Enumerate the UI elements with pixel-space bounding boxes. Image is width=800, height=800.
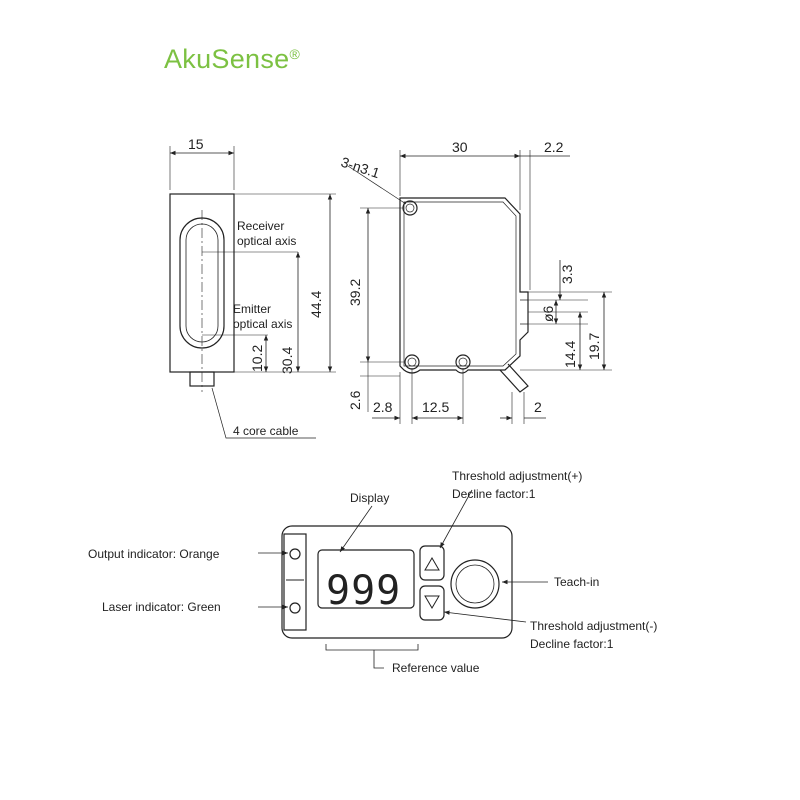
dim-hole-spacing: 12.5 — [422, 399, 449, 415]
reference-value-label: Reference value — [392, 661, 480, 675]
dim-height: 44.4 — [308, 291, 324, 318]
laser-indicator-led — [289, 602, 301, 614]
mount-hole-bottom-left — [404, 354, 420, 370]
down-arrow-icon — [424, 595, 440, 609]
down-button[interactable] — [419, 585, 445, 621]
output-indicator-label: Output indicator: Orange — [88, 547, 220, 561]
up-button[interactable] — [419, 545, 445, 581]
up-arrow-icon — [424, 557, 440, 571]
emitter-axis-label-2: optical axis — [233, 317, 292, 331]
dim-lens-protrusion: 2.2 — [544, 139, 564, 155]
emitter-axis-label-1: Emitter — [233, 302, 271, 316]
receiver-axis-label-1: Receiver — [237, 219, 284, 233]
dim-lens-dia: ø6 — [540, 305, 556, 322]
decline-plus-label: Decline factor:1 — [452, 487, 536, 501]
laser-indicator-label: Laser indicator: Green — [102, 600, 221, 614]
brand-logo: AkuSense® — [164, 44, 300, 75]
control-panel — [258, 489, 548, 669]
dim-front-width: 30 — [452, 139, 468, 155]
mount-hole-bottom-right — [455, 354, 471, 370]
dim-lens-gap: 3.3 — [559, 264, 575, 284]
cable-stub — [189, 371, 215, 387]
decline-minus-label: Decline factor:1 — [530, 637, 614, 651]
dim-hole-span: 39.2 — [347, 279, 363, 306]
display-readout: 999 — [326, 568, 401, 614]
receiver-axis-label-2: optical axis — [237, 234, 296, 248]
brand-name: AkuSense — [164, 44, 290, 74]
dim-emitter-offset: 10.2 — [249, 345, 265, 372]
dim-emitter-height: 30.4 — [279, 347, 295, 374]
threshold-minus-label: Threshold adjustment(-) — [530, 619, 657, 633]
display-label: Display — [350, 491, 389, 505]
front-cable — [499, 363, 529, 393]
side-view — [169, 146, 336, 439]
dim-width: 15 — [188, 136, 204, 152]
indicator-strip — [283, 533, 307, 631]
front-view — [347, 150, 612, 424]
teach-in-button[interactable] — [450, 559, 500, 609]
dim-lens-axis: 14.4 — [562, 341, 578, 368]
dim-hole-x: 2.8 — [373, 399, 393, 415]
front-body-outline — [399, 197, 529, 374]
display-frame — [317, 549, 415, 609]
dim-lens-top: 19.7 — [586, 333, 602, 360]
registered-mark: ® — [289, 46, 301, 62]
output-indicator-led — [289, 548, 301, 560]
teach-in-label: Teach-in — [554, 575, 599, 589]
threshold-plus-label: Threshold adjustment(+) — [452, 469, 582, 483]
dim-bottom-offset: 2.6 — [347, 390, 363, 410]
cable-label: 4 core cable — [233, 424, 299, 438]
hole-spec: 3-n3.1 — [339, 154, 382, 182]
dim-cable-offset: 2 — [534, 399, 542, 415]
